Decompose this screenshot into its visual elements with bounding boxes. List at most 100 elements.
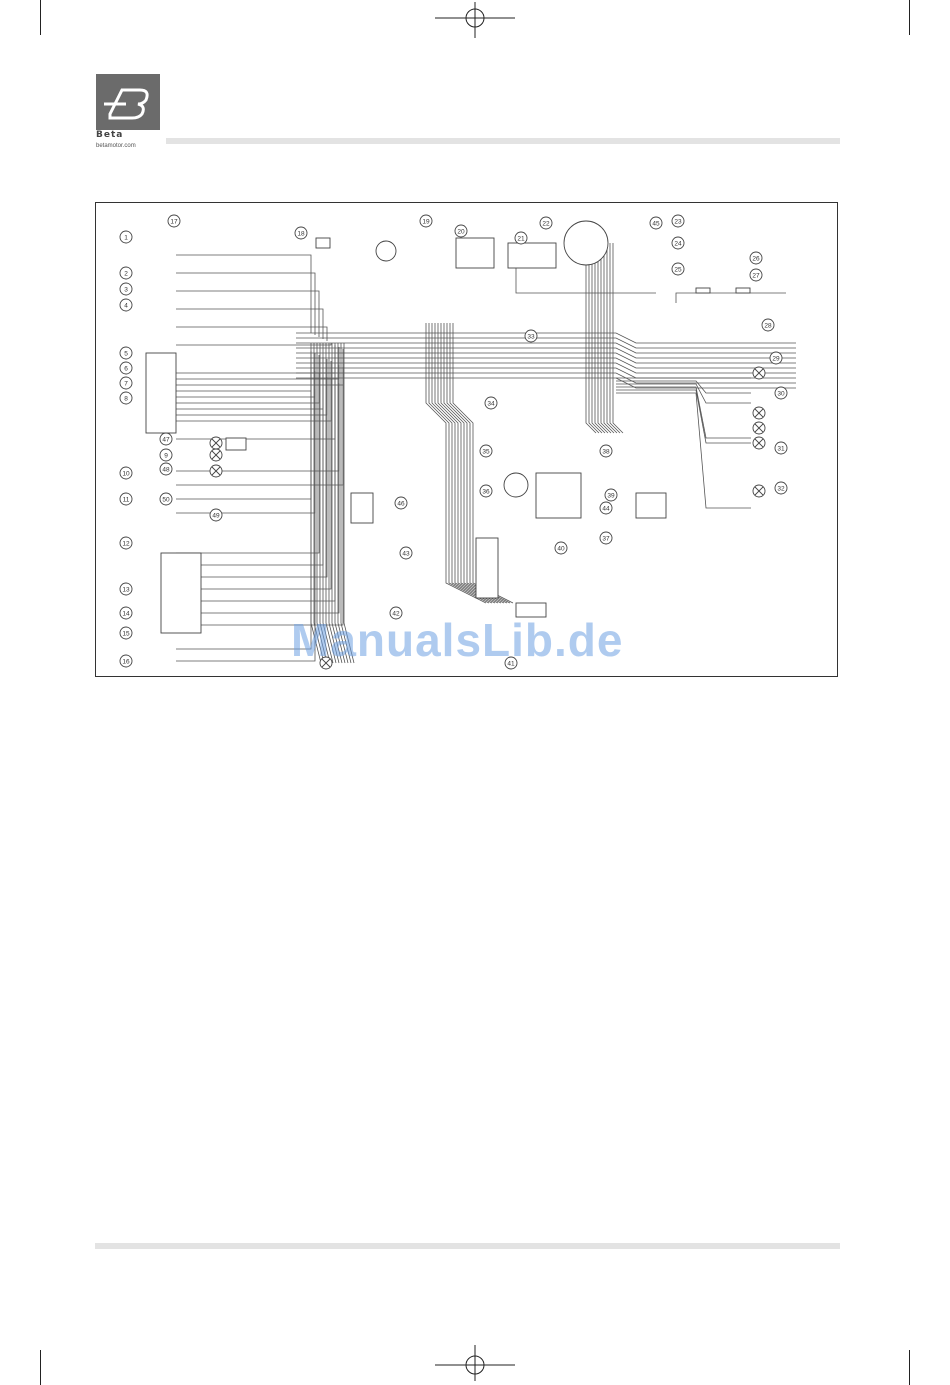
callout-label: 22 [542, 221, 550, 228]
crop-mark-bottom-left [40, 1350, 41, 1385]
callout-label: 9 [164, 453, 168, 460]
callout-38: 38 [600, 445, 612, 457]
header-rule [166, 138, 840, 144]
callout-label: 38 [602, 449, 610, 456]
callout-label: 19 [422, 219, 430, 226]
callout-label: 16 [122, 659, 130, 666]
callout-8: 8 [120, 392, 132, 404]
callout-label: 45 [652, 221, 660, 228]
callout-label: 37 [602, 536, 610, 543]
callout-label: 21 [517, 236, 525, 243]
callout-27: 27 [750, 269, 762, 281]
callout-28: 28 [762, 319, 774, 331]
callout-49: 49 [210, 509, 222, 521]
callout-label: 33 [527, 334, 535, 341]
callout-34: 34 [485, 397, 497, 409]
callout-label: 46 [397, 501, 405, 508]
beta-logo-icon [96, 74, 160, 130]
callout-2: 2 [120, 267, 132, 279]
callout-31: 31 [775, 442, 787, 454]
callout-label: 17 [170, 219, 178, 226]
callout-label: 6 [124, 366, 128, 373]
callout-label: 35 [482, 449, 490, 456]
callout-label: 3 [124, 287, 128, 294]
callout-label: 26 [752, 256, 760, 263]
callout-label: 39 [607, 493, 615, 500]
brand-wordmark: Beta [96, 131, 160, 140]
callout-46: 46 [395, 497, 407, 509]
callout-23: 23 [672, 215, 684, 227]
callout-4: 4 [120, 299, 132, 311]
callout-label: 25 [674, 267, 682, 274]
callout-label: 34 [487, 401, 495, 408]
callout-43: 43 [400, 547, 412, 559]
callout-label: 47 [162, 437, 170, 444]
registration-mark-bottom [435, 1345, 515, 1381]
callout-label: 27 [752, 273, 760, 280]
callout-label: 40 [557, 546, 565, 553]
callout-6: 6 [120, 362, 132, 374]
callout-19: 19 [420, 215, 432, 227]
callout-40: 40 [555, 542, 567, 554]
callout-36: 36 [480, 485, 492, 497]
callout-18: 18 [295, 227, 307, 239]
brand-url: betamotor.com [96, 142, 166, 150]
callout-label: 48 [162, 467, 170, 474]
callout-3: 3 [120, 283, 132, 295]
callout-label: 28 [764, 323, 772, 330]
callout-label: 30 [777, 391, 785, 398]
callout-32: 32 [775, 482, 787, 494]
callout-5: 5 [120, 347, 132, 359]
callout-50: 50 [160, 493, 172, 505]
callout-label: 1 [124, 235, 128, 242]
callout-label: 5 [124, 351, 128, 358]
callout-47: 47 [160, 433, 172, 445]
callout-26: 26 [750, 252, 762, 264]
callout-44: 44 [600, 502, 612, 514]
callout-label: 12 [122, 541, 130, 548]
callout-label: 29 [772, 356, 780, 363]
callout-35: 35 [480, 445, 492, 457]
callout-label: 32 [777, 486, 785, 493]
callout-13: 13 [120, 583, 132, 595]
callout-label: 10 [122, 471, 130, 478]
crop-mark-top-left [40, 0, 41, 35]
callout-24: 24 [672, 237, 684, 249]
callout-7: 7 [120, 377, 132, 389]
callout-label: 18 [297, 231, 305, 238]
callout-label: 13 [122, 587, 130, 594]
callout-16: 16 [120, 655, 132, 667]
callout-label: 24 [674, 241, 682, 248]
footer-rule [95, 1243, 840, 1249]
callout-29: 29 [770, 352, 782, 364]
callout-label: 15 [122, 631, 130, 638]
callout-17: 17 [168, 215, 180, 227]
callout-10: 10 [120, 467, 132, 479]
callout-12: 12 [120, 537, 132, 549]
callout-label: 44 [602, 506, 610, 513]
callout-33: 33 [525, 330, 537, 342]
callout-label: 49 [212, 513, 220, 520]
callout-label: 36 [482, 489, 490, 496]
callout-45: 45 [650, 217, 662, 229]
registration-mark-top [435, 2, 515, 38]
callout-label: 2 [124, 271, 128, 278]
callout-21: 21 [515, 232, 527, 244]
callout-20: 20 [455, 225, 467, 237]
callout-label: 11 [123, 497, 130, 504]
callout-label: 23 [674, 219, 682, 226]
callout-label: 50 [162, 497, 170, 504]
callout-11: 11 [120, 493, 132, 505]
callout-15: 15 [120, 627, 132, 639]
callout-37: 37 [600, 532, 612, 544]
callout-14: 14 [120, 607, 132, 619]
callout-30: 30 [775, 387, 787, 399]
callout-label: 43 [402, 551, 410, 558]
crop-mark-bottom-right [909, 1350, 910, 1385]
callout-22: 22 [540, 217, 552, 229]
callout-25: 25 [672, 263, 684, 275]
callout-48: 48 [160, 463, 172, 475]
callout-label: 7 [124, 381, 128, 388]
